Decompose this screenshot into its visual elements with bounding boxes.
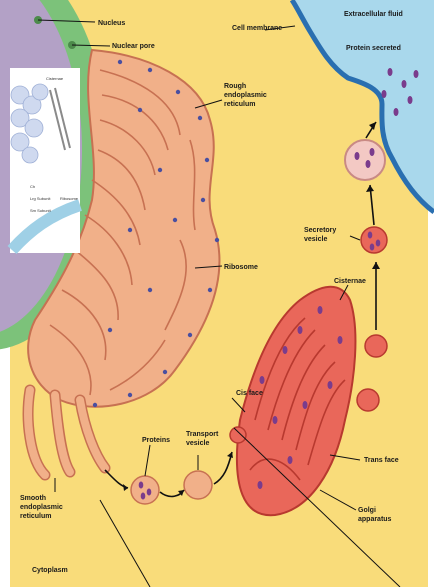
label-golgi-2: apparatus	[358, 516, 392, 523]
label-ribosome: Ribosome	[224, 264, 258, 271]
er-protein-vesicle	[131, 476, 159, 504]
svg-text:Sm Subunit: Sm Subunit	[30, 208, 52, 213]
label-rough-er-1: Rough	[224, 83, 246, 90]
label-transport-vesicle-2: vesicle	[186, 440, 209, 447]
transport-vesicle	[184, 471, 212, 499]
label-nuclear-pore: Nuclear pore	[112, 43, 155, 50]
inset-micrograph: Cisternae Ch Lrg Subunit Sm Subunit Ribo…	[10, 68, 80, 253]
label-smooth-er-3: reticulum	[20, 513, 52, 520]
label-smooth-er-1: Smooth	[20, 495, 46, 502]
label-cis-face: Cis face	[236, 390, 263, 397]
label-secretory-vesicle-2: vesicle	[304, 236, 327, 243]
svg-text:Lrg Subunit: Lrg Subunit	[30, 196, 51, 201]
label-rough-er-2: endoplasmic	[224, 92, 267, 99]
label-extracellular-fluid: Extracellular fluid	[344, 11, 403, 18]
label-transport-vesicle-1: Transport	[186, 431, 219, 438]
label-secretory-vesicle-1: Secretory	[304, 227, 336, 234]
label-rough-er-3: reticulum	[224, 101, 256, 108]
label-proteins: Proteins	[142, 437, 170, 444]
budding-vesicle	[365, 335, 387, 357]
label-golgi-1: Golgi	[358, 507, 376, 514]
label-cytoplasm: Cytoplasm	[32, 567, 68, 574]
label-protein-secreted: Protein secreted	[346, 45, 401, 52]
budding-vesicle	[357, 389, 379, 411]
label-cisternae: Cisternae	[334, 278, 366, 285]
label-nucleus: Nucleus	[98, 20, 125, 27]
svg-text:Ch: Ch	[30, 184, 35, 189]
label-trans-face: Trans face	[364, 457, 399, 464]
fusing-vesicle	[345, 140, 385, 180]
svg-text:Cisternae: Cisternae	[46, 76, 64, 81]
label-smooth-er-2: endoplasmic	[20, 504, 63, 511]
svg-text:Ribosome: Ribosome	[60, 196, 79, 201]
label-cell-membrane: Cell membrane	[232, 25, 282, 32]
secretory-vesicle	[361, 227, 387, 253]
